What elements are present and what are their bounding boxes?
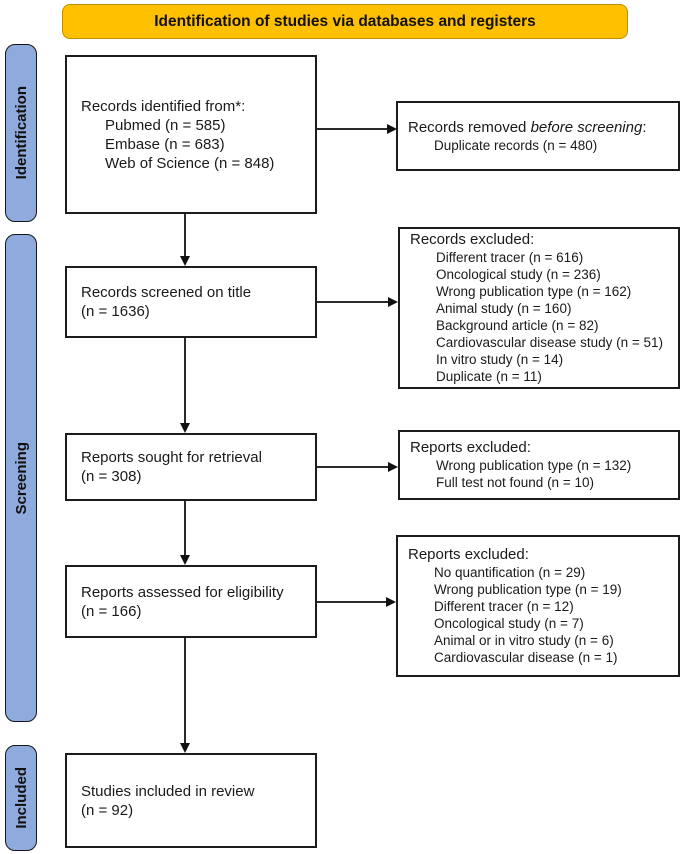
records-identified-item: Pubmed (n = 585): [105, 116, 226, 134]
banner-title: Identification of studies via databases …: [154, 12, 536, 30]
arrowhead-right-icon: [388, 462, 398, 472]
arrowhead-down-icon: [180, 555, 190, 565]
ribbon-included: Included: [5, 745, 37, 851]
ribbon-included-label: Included: [12, 767, 30, 829]
ribbon-identification-label: Identification: [12, 86, 30, 180]
studies-included-line1: Studies included in review: [81, 782, 255, 800]
records-identified-box: Records identified from*: Pubmed (n = 58…: [65, 55, 317, 214]
arrow-sought-to-assessed: [184, 501, 186, 556]
records-removed-box: Records removed before screening: Duplic…: [396, 101, 680, 171]
records-excluded-box: Records excluded: Different tracer (n = …: [398, 227, 680, 389]
reports-excluded-2-item: Cardiovascular disease (n = 1): [434, 650, 618, 665]
reports-excluded-2-title: Reports excluded:: [408, 546, 529, 563]
records-identified-item: Embase (n = 683): [105, 135, 225, 153]
reports-excluded-2-box: Reports excluded: No quantification (n =…: [396, 535, 680, 677]
studies-included-line2: (n = 92): [81, 801, 134, 819]
reports-excluded-2-item: No quantification (n = 29): [434, 565, 586, 580]
records-excluded-item: In vitro study (n = 14): [436, 352, 564, 367]
records-identified-title: Records identified from*:: [81, 97, 246, 115]
reports-sought-line2: (n = 308): [81, 468, 142, 485]
reports-assessed-line1: Reports assessed for eligibility: [81, 583, 284, 601]
ribbon-identification: Identification: [5, 44, 37, 222]
arrow-identified-to-removed: [317, 128, 388, 130]
studies-included-box: Studies included in review (n = 92): [65, 753, 317, 848]
reports-excluded-2-item: Wrong publication type (n = 19): [434, 582, 622, 597]
reports-sought-box: Reports sought for retrieval (n = 308): [65, 433, 317, 501]
reports-excluded-1-item: Full test not found (n = 10): [436, 475, 594, 490]
arrowhead-right-icon: [387, 124, 397, 134]
arrowhead-down-icon: [180, 256, 190, 266]
arrowhead-down-icon: [180, 423, 190, 433]
records-excluded-item: Cardiovascular disease study (n = 51): [436, 335, 663, 350]
records-removed-item: Duplicate records (n = 480): [434, 137, 598, 153]
reports-excluded-2-item: Oncological study (n = 7): [434, 616, 584, 631]
records-screened-line1: Records screened on title: [81, 284, 252, 301]
records-removed-title: Records removed before screening:: [408, 118, 647, 136]
arrow-assessed-to-excluded: [317, 601, 387, 603]
records-screened-box: Records screened on title (n = 1636): [65, 266, 317, 338]
arrow-sought-to-excluded: [317, 466, 389, 468]
records-excluded-item: Wrong publication type (n = 162): [436, 284, 632, 299]
arrowhead-right-icon: [386, 597, 396, 607]
records-excluded-item: Animal study (n = 160): [436, 301, 572, 316]
banner-databases-registers: Identification of studies via databases …: [62, 4, 628, 39]
records-screened-line2: (n = 1636): [81, 303, 150, 320]
arrow-screened-to-excluded: [317, 301, 389, 303]
records-excluded-item: Oncological study (n = 236): [436, 267, 601, 282]
arrow-identified-to-screened: [184, 214, 186, 257]
reports-assessed-box: Reports assessed for eligibility (n = 16…: [65, 565, 317, 638]
arrowhead-down-icon: [180, 743, 190, 753]
records-excluded-item: Duplicate (n = 11): [436, 369, 542, 384]
records-excluded-title: Records excluded:: [410, 231, 535, 248]
reports-excluded-1-title: Reports excluded:: [410, 439, 531, 456]
reports-sought-line1: Reports sought for retrieval: [81, 449, 262, 466]
reports-excluded-1-item: Wrong publication type (n = 132): [436, 458, 632, 473]
records-excluded-item: Different tracer (n = 616): [436, 250, 584, 265]
reports-excluded-2-item: Different tracer (n = 12): [434, 599, 574, 614]
reports-assessed-line2: (n = 166): [81, 602, 142, 620]
reports-excluded-1-box: Reports excluded: Wrong publication type…: [398, 430, 680, 500]
records-identified-item: Web of Science (n = 848): [105, 154, 275, 172]
ribbon-screening: Screening: [5, 234, 37, 722]
ribbon-screening-label: Screening: [12, 441, 30, 515]
records-excluded-item: Background article (n = 82): [436, 318, 599, 333]
arrow-assessed-to-included: [184, 638, 186, 744]
reports-excluded-2-item: Animal or in vitro study (n = 6): [434, 633, 614, 648]
arrow-screened-to-sought: [184, 338, 186, 424]
arrowhead-right-icon: [388, 297, 398, 307]
